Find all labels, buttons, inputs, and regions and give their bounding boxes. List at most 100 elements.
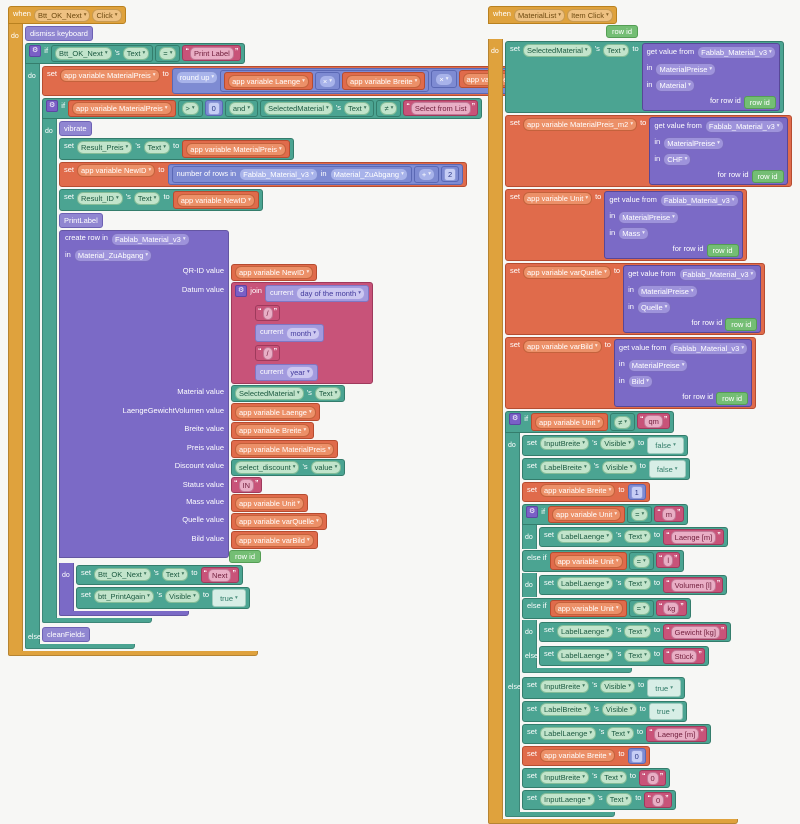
section-bar-do[interactable]: do <box>8 23 23 651</box>
string-literal[interactable]: “0” <box>639 770 667 786</box>
dropdown-selectedmaterial[interactable]: SelectedMaterial▾ <box>235 387 304 400</box>
section-bar-do[interactable]: do <box>25 64 40 625</box>
block-x[interactable]: ×▾ <box>431 70 457 88</box>
dropdown-round-up[interactable]: round up▾ <box>175 70 219 84</box>
dropdown-mass[interactable]: Mass▾ <box>618 227 649 240</box>
dropdown-x[interactable]: >▾ <box>181 102 199 115</box>
dropdown-text[interactable]: Text▾ <box>624 577 651 590</box>
dropdown-text[interactable]: Text▾ <box>143 140 171 154</box>
block-x[interactable]: +▾ <box>413 165 439 183</box>
number-literal[interactable]: 0 <box>204 99 223 116</box>
dropdown-text[interactable]: Text▾ <box>314 387 342 400</box>
dropdown-labelbreite[interactable]: LabelBreite▾ <box>540 460 591 474</box>
dropdown-app-variable-varbild[interactable]: app variable varBild▾ <box>235 533 314 547</box>
block-app-variable-unit[interactable]: app variable Unit▾ <box>231 494 309 512</box>
dropdown-text[interactable]: Text▾ <box>624 529 651 543</box>
number-literal[interactable]: 0 <box>627 748 646 764</box>
dropdown-app-variable-unit[interactable]: app variable Unit▾ <box>552 508 622 521</box>
dropdown-btt-ok-next[interactable]: Btt_OK_Next▾ <box>94 567 151 581</box>
string-literal[interactable]: “qm” <box>636 413 671 429</box>
block-app-variable-unit[interactable]: app variable Unit▾ <box>549 599 627 617</box>
dropdown-and[interactable]: and▾ <box>228 102 255 115</box>
block-true[interactable]: true▾ <box>212 589 246 607</box>
dropdown-app-variable-materialpreis[interactable]: app variable MaterialPreis▾ <box>235 442 335 456</box>
dropdown-visible[interactable]: Visible▾ <box>601 703 637 716</box>
dropdown-materialpreise[interactable]: MaterialPreise▾ <box>636 284 698 298</box>
dropdown-fablab-material-v3[interactable]: Fablab_Material_v3▾ <box>239 168 318 181</box>
dropdown-material-zuabgang[interactable]: Material_ZuAbgang▾ <box>329 168 408 181</box>
section-bar-else[interactable]: else <box>505 675 521 812</box>
dropdown-labellaenge[interactable]: LabelLaenge▾ <box>557 577 614 590</box>
row-id-badge[interactable]: row id <box>751 169 784 183</box>
string-literal[interactable]: “m” <box>654 505 684 522</box>
number-literal[interactable]: 2 <box>440 165 460 182</box>
dropdown-x[interactable]: ≠▾ <box>614 415 631 429</box>
dropdown-x[interactable]: =▾ <box>632 602 650 615</box>
dropdown-result-id[interactable]: Result_ID▾ <box>77 191 123 205</box>
dropdown-text[interactable]: Text▾ <box>624 648 651 662</box>
dropdown-app-variable-laenge[interactable]: app variable Laenge▾ <box>228 74 309 88</box>
dropdown-text[interactable]: Text▾ <box>607 726 634 740</box>
section-bar-else[interactable]: else <box>522 644 538 668</box>
row-id-badge[interactable]: row id <box>606 25 639 38</box>
dropdown-false[interactable]: false▾ <box>655 441 676 450</box>
block-and[interactable]: and▾ <box>224 99 259 117</box>
dropdown-true[interactable]: true▾ <box>656 707 675 716</box>
block-app-variable-laenge[interactable]: app variable Laenge▾ <box>231 403 320 421</box>
dropdown-chf[interactable]: CHF▾ <box>663 153 692 166</box>
dropdown-material-zuabgang[interactable]: Material_ZuAbgang▾ <box>73 249 153 262</box>
dropdown-text[interactable]: Text▾ <box>122 47 150 60</box>
dropdown-day-of-the-month[interactable]: day of the month▾ <box>296 287 365 300</box>
dropdown-app-variable-varquelle[interactable]: app variable varQuelle▾ <box>523 265 611 279</box>
dropdown-materialpreise[interactable]: MaterialPreise▾ <box>627 358 689 372</box>
dropdown-value[interactable]: value▾ <box>310 461 342 474</box>
gear-icon[interactable]: ⚙ <box>46 99 59 112</box>
block-app-variable-materialpreis[interactable]: app variable MaterialPreis▾ <box>231 440 339 458</box>
dropdown-selectedmaterial[interactable]: SelectedMaterial▾ <box>264 102 333 115</box>
block-app-variable-unit[interactable]: app variable Unit▾ <box>531 413 609 431</box>
dropdown-fablab-material-v3[interactable]: Fablab_Material_v3▾ <box>669 342 749 355</box>
vibrate[interactable]: vibrate <box>59 121 92 136</box>
row-id-badge[interactable]: row id <box>716 391 749 405</box>
string-literal[interactable]: “/” <box>255 344 281 361</box>
dropdown-fablab-material-v3[interactable]: Fablab_Material_v3▾ <box>110 232 190 246</box>
string-literal[interactable]: “0” <box>644 792 672 808</box>
dropdown-text[interactable]: Text▾ <box>624 624 651 638</box>
dropdown-text[interactable]: Text▾ <box>600 770 627 784</box>
block-app-variable-materialpreis[interactable]: app variable MaterialPreis▾ <box>68 99 176 117</box>
gear-icon[interactable]: ⚙ <box>526 505 539 518</box>
cleanfields[interactable]: cleanFields <box>42 626 90 642</box>
dropdown-app-variable-unit[interactable]: app variable Unit▾ <box>535 415 605 429</box>
dropdown-app-variable-breite[interactable]: app variable Breite▾ <box>540 748 616 762</box>
block-app-variable-unit[interactable]: app variable Unit▾ <box>549 552 627 570</box>
block-app-variable-materialpreis[interactable]: app variable MaterialPreis▾ <box>182 140 290 158</box>
dropdown-visible[interactable]: Visible▾ <box>165 589 200 603</box>
string-literal[interactable]: “Laenge [m]” <box>663 529 724 545</box>
dropdown-app-variable-materialpreis[interactable]: app variable MaterialPreis▾ <box>72 102 172 115</box>
dropdown-item-click[interactable]: Item Click▾ <box>567 8 613 22</box>
section-bar-do[interactable]: do <box>59 563 74 611</box>
dropdown-app-variable-materialpreis[interactable]: app variable MaterialPreis▾ <box>60 68 160 82</box>
